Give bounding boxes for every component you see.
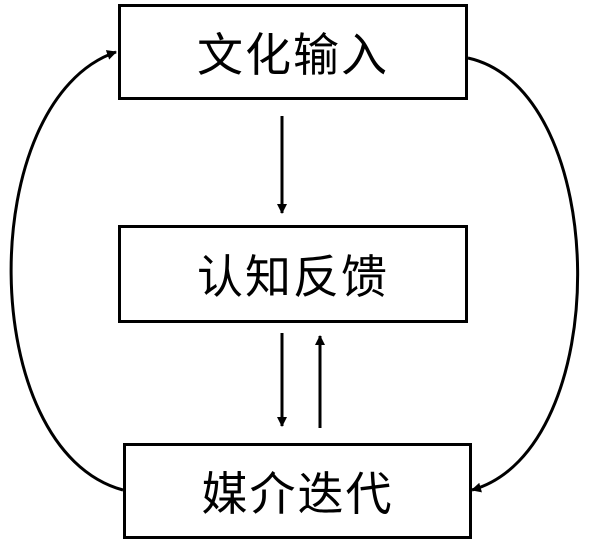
- node-media-iteration-label: 媒介迭代: [201, 467, 394, 521]
- node-cultural-input: 文化输入: [118, 4, 468, 100]
- node-cognitive-feedback: 认知反馈: [118, 225, 468, 323]
- node-media-iteration: 媒介迭代: [123, 443, 472, 539]
- node-cognitive-feedback-label: 认知反馈: [197, 250, 389, 304]
- arrow-bottom-to-top-curve: [9, 50, 124, 492]
- node-cultural-input-label: 文化输入: [197, 28, 389, 82]
- arrow-top-to-bottom-curve: [467, 56, 580, 493]
